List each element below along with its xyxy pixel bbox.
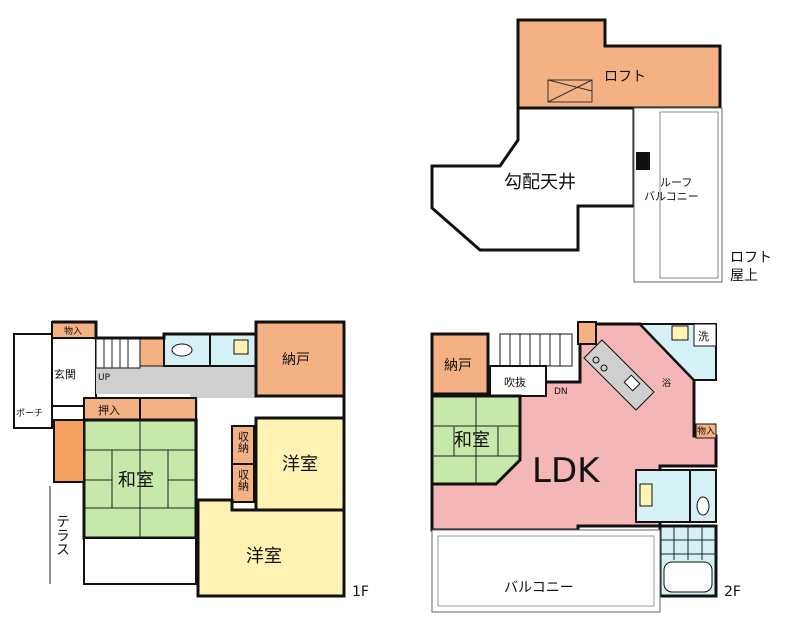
f1-stairs [95,337,141,369]
roof-balcony-label-2: バルコニー [644,190,699,203]
entrance [51,337,97,407]
f1-tokonoma [53,419,85,483]
terrace-label: テラス [54,514,70,556]
f2-top-closet [577,321,597,345]
f2-fukinuke-label: 吹抜 [504,375,526,389]
f2-floor-label: 2F [724,584,741,600]
floor2-plan: LDK 納戸 吹抜 DN 和室 [430,321,741,613]
f1-shuno-2-label: 収納 [237,469,250,492]
f2-washitsu [430,394,522,486]
f1-floor-label: 1F [352,584,369,600]
f2-dn-label: DN [554,387,568,397]
f1-shuno-2 [231,463,255,503]
f1-small-closet [139,337,165,367]
f2-toilet-icon [696,496,710,516]
f1-oshiire-label: 押入 [98,403,120,417]
porch-area [13,333,53,429]
f1-storage-top-label: 物入 [64,325,82,337]
f1-yoshitsu-2-label: 洋室 [246,546,282,567]
loft-roof-label-2: 屋上 [730,268,758,284]
f1-washitsu [82,418,198,540]
loft-roof-label-1: ロフト [730,250,772,266]
f1-yoshitsu-1-label: 洋室 [282,454,318,475]
f2-kitchen-counter [583,339,655,411]
f2-nando-label: 納戸 [444,358,472,374]
f2-balcony-label: バルコニー [504,580,574,596]
floor1-plan: ポーチ 物入 玄関 UP 納戸 押入 [13,320,369,600]
porch-label: ポーチ [16,408,43,419]
f2-bath-label: 浴 [662,378,671,389]
entrance-label: 玄関 [54,367,76,381]
f1-washitsu-label: 和室 [118,470,154,491]
f2-balcony [431,529,661,613]
f1-sink-icon [233,339,249,355]
f1-washroom [209,333,257,367]
f1-hallway [96,338,256,500]
f2-stairs [499,333,573,367]
loft-plan: ロフト 勾配天井 ルーフ バルコニー ロフト 屋上 [430,18,772,284]
up-label: UP [98,373,111,383]
f1-toilet-icon [171,343,193,357]
f2-laundry [693,323,717,347]
f1-engawa [83,537,197,585]
f2-storage [695,423,717,439]
f2-laundry-label: 洗 [698,330,709,343]
f1-nando-label: 納戸 [282,352,310,368]
roof-balcony-label-1: ルーフ [660,176,692,189]
f2-storage-label: 物入 [697,425,715,437]
roof-balcony [633,107,723,283]
f2-washitsu-label: 和室 [454,430,490,451]
loft-label: ロフト [604,69,646,85]
f1-oshiire-2 [139,397,197,421]
f2-nando [430,332,490,396]
f2-wash-basin [671,325,689,341]
f2-bathroom [658,524,718,598]
f1-shuno-1-label: 収納 [237,431,250,454]
roof-balcony-post [636,152,650,170]
sloped-ceiling-label: 勾配天井 [504,172,576,193]
f2-ldk-label: LDK [532,451,601,491]
f2-washroom-sink [639,483,653,507]
